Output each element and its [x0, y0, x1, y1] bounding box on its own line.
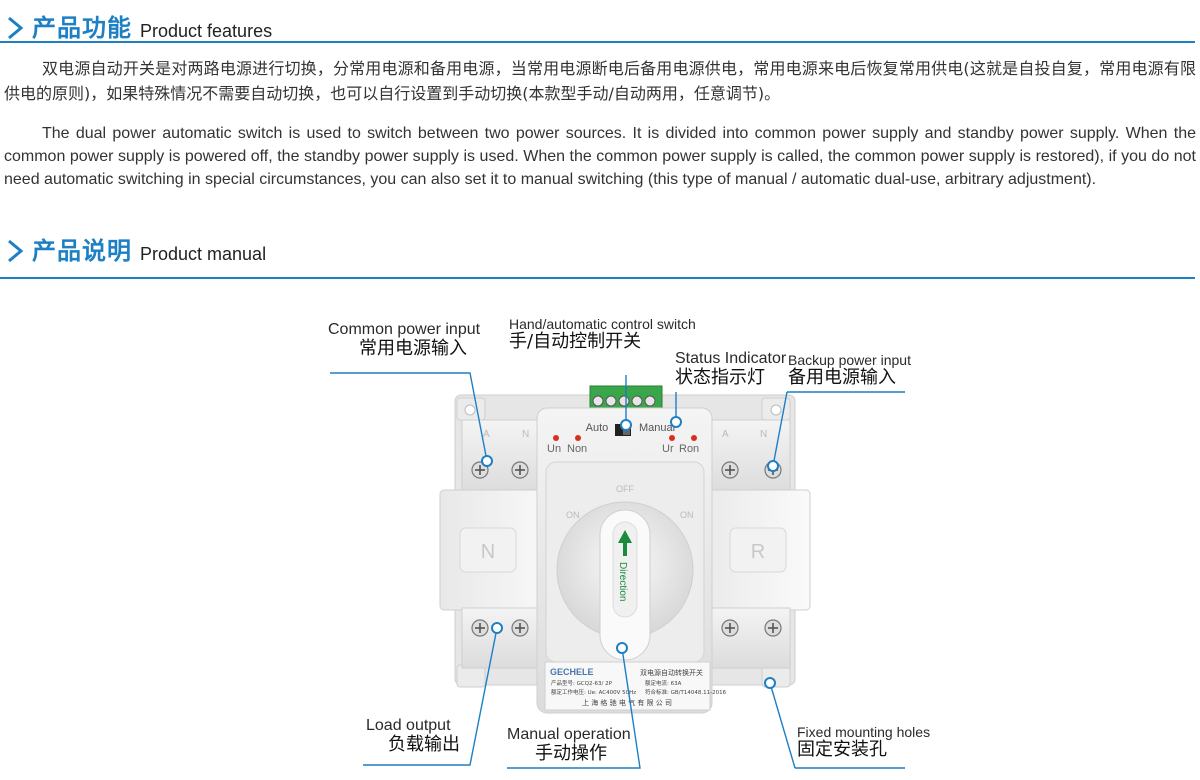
- bottom-right-terminal-block: [699, 607, 791, 669]
- bottom-left-terminal-block: [461, 607, 551, 669]
- svg-text:上 海 格 驰 电 气 有 限 公 司: 上 海 格 驰 电 气 有 限 公 司: [582, 698, 672, 707]
- callout-load-output: Load output 负载输出: [366, 717, 460, 756]
- n-face-label: N: [481, 541, 495, 563]
- chevron-right-icon: [8, 16, 24, 40]
- manual-divider: [0, 277, 1195, 279]
- svg-text:Manual: Manual: [639, 422, 675, 434]
- manual-title-en: Product manual: [140, 244, 267, 264]
- svg-text:A: A: [483, 429, 490, 440]
- direction-label: Direction: [617, 562, 628, 601]
- svg-text:GECHELE: GECHELE: [550, 667, 594, 677]
- features-title-en: Product features: [140, 21, 273, 41]
- mount-hole: [464, 404, 476, 416]
- chevron-right-icon: [8, 239, 24, 263]
- svg-text:N: N: [760, 429, 767, 440]
- manual-heading: 产品说明 Product manual: [4, 231, 266, 266]
- svg-text:符合标准: GB/T14048.11-2016: 符合标准: GB/T14048.11-2016: [645, 688, 727, 696]
- svg-text:Non: Non: [567, 443, 587, 455]
- status-indicators: [553, 435, 697, 441]
- features-text-en: The dual power automatic switch is used …: [4, 125, 1196, 188]
- features-divider: [0, 41, 1195, 43]
- callout-common-power-input: Common power input 常用电源输入: [328, 321, 481, 360]
- callout-hand-auto-switch: Hand/automatic control switch 手/自动控制开关: [509, 316, 696, 353]
- features-title-cn: 产品功能: [32, 14, 132, 42]
- callout-fixed-mounting-holes: Fixed mounting holes 固定安装孔: [797, 724, 931, 761]
- svg-text:Auto: Auto: [586, 422, 609, 434]
- svg-text:ON: ON: [680, 510, 694, 520]
- svg-text:A: A: [722, 429, 729, 440]
- svg-text:N: N: [522, 429, 529, 440]
- features-text-cn: 双电源自动开关是对两路电源进行切换，分常用电源和备用电源，当常用电源断电后备用电…: [4, 59, 1196, 103]
- svg-text:Un: Un: [547, 443, 561, 455]
- svg-text:ON: ON: [566, 510, 580, 520]
- r-face-label: R: [751, 541, 765, 563]
- svg-text:额定电流: 63A: 额定电流: 63A: [645, 679, 682, 687]
- svg-text:产品型号: GCQ2-63/ 2P: 产品型号: GCQ2-63/ 2P: [551, 679, 613, 687]
- svg-text:OFF: OFF: [616, 484, 634, 494]
- mount-hole: [770, 404, 782, 416]
- manual-title-cn: 产品说明: [32, 237, 132, 265]
- direction-arrow-icon: [618, 530, 632, 543]
- svg-text:双电源自动转换开关: 双电源自动转换开关: [640, 668, 703, 677]
- svg-text:Ur: Ur: [662, 443, 674, 455]
- features-heading: 产品功能 Product features: [4, 8, 272, 43]
- callout-lines: [330, 372, 905, 769]
- callout-manual-operation: Manual operation 手动操作: [507, 726, 631, 765]
- callout-status-indicator: Status Indicator 状态指示灯: [675, 350, 787, 389]
- svg-text:Ron: Ron: [679, 443, 699, 455]
- svg-text:额定工作电压: Ue: AC400V 50Hz: 额定工作电压: Ue: AC400V 50Hz: [551, 688, 636, 696]
- top-right-terminal-block: [699, 419, 791, 493]
- callout-backup-power-input: Backup power input 备用电源输入: [788, 352, 911, 389]
- callout-points: [481, 416, 779, 689]
